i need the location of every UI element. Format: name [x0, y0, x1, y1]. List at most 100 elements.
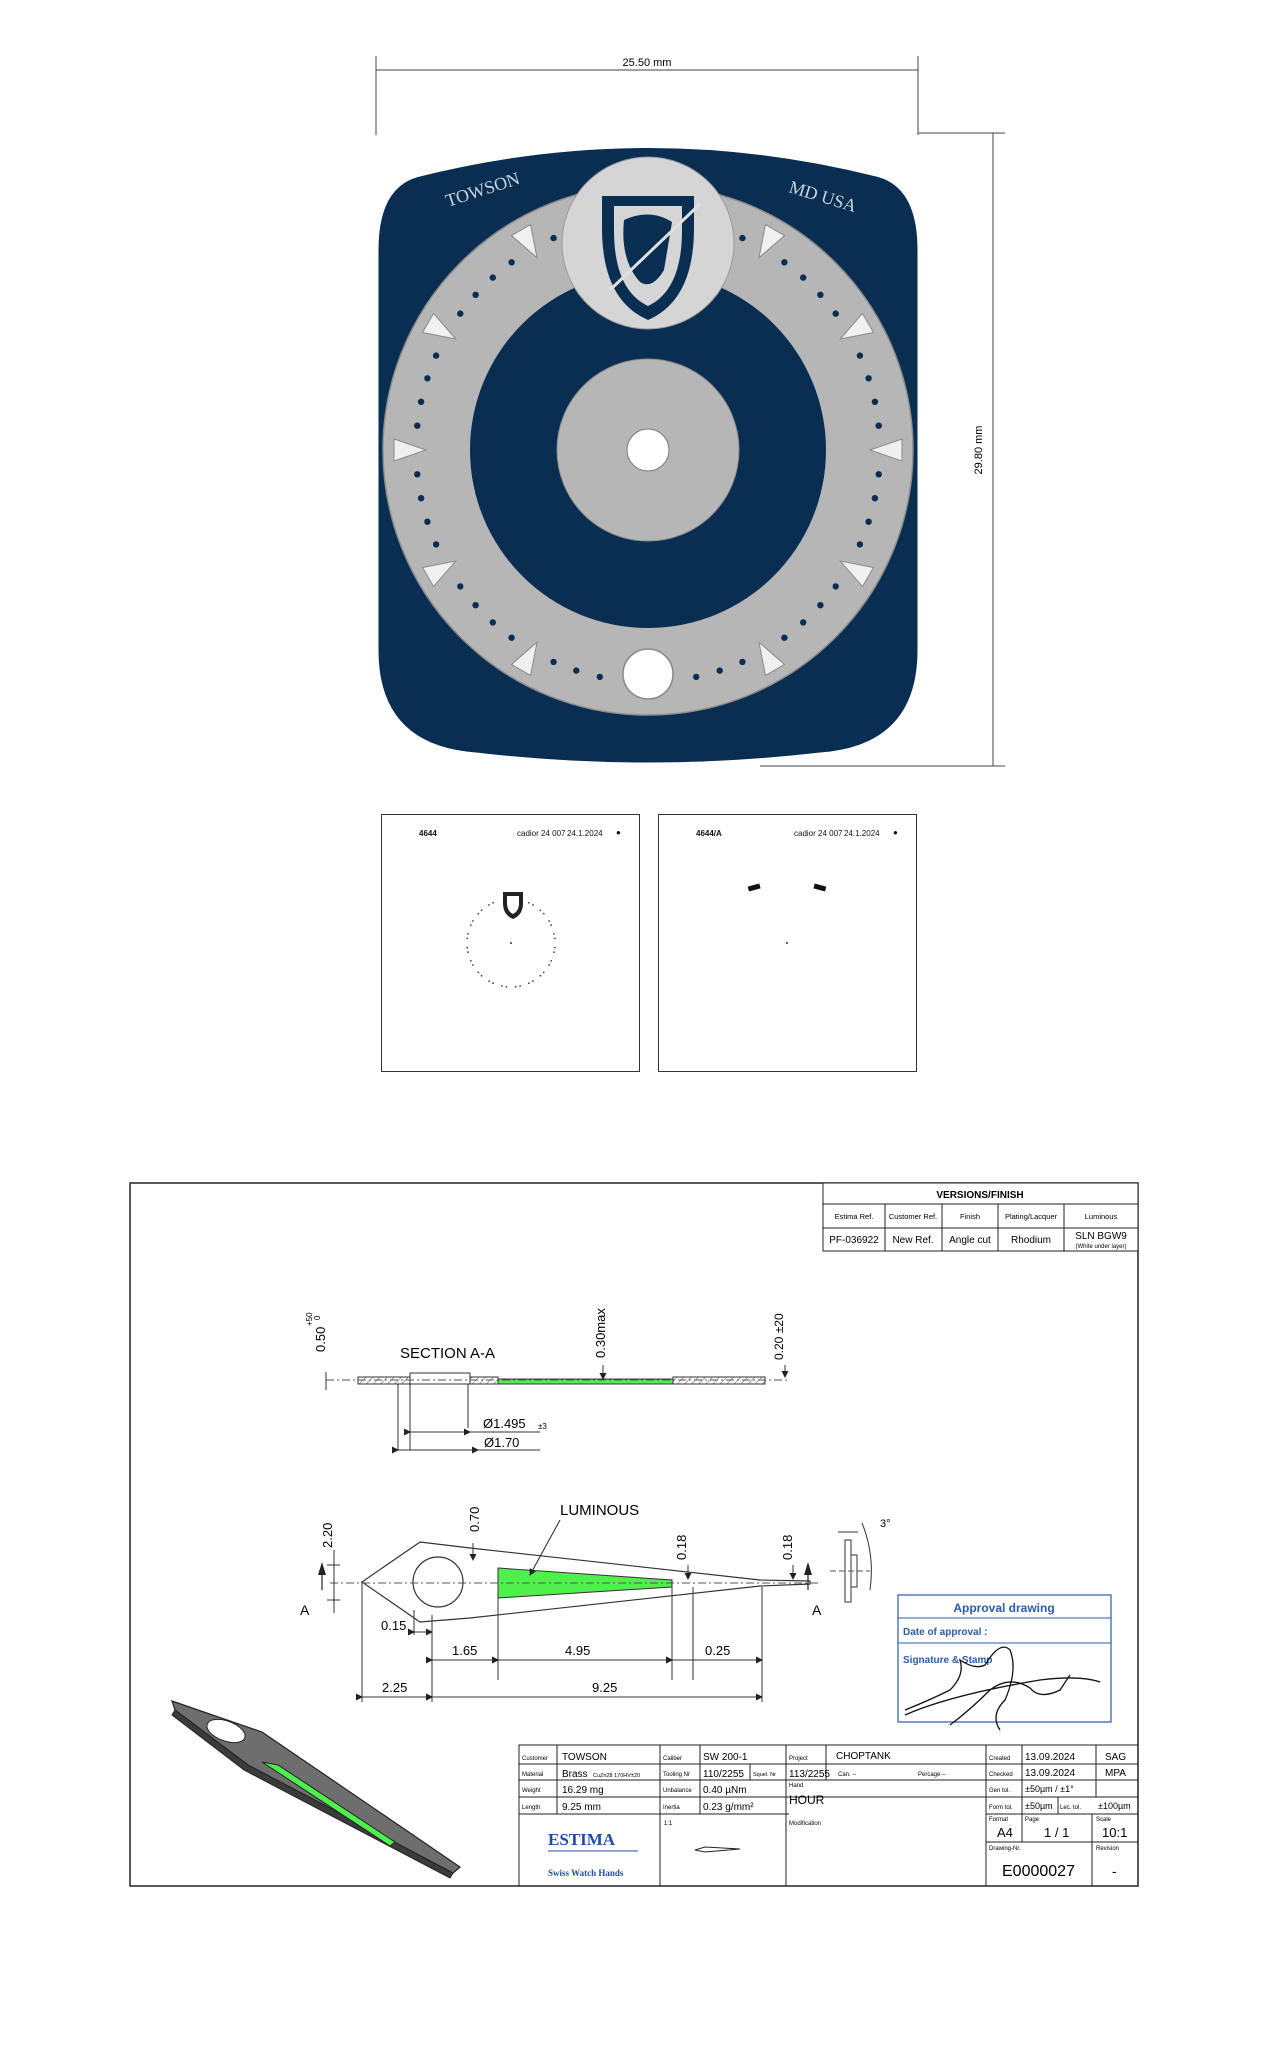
plate-dot	[488, 980, 490, 982]
tb-inertia-label: Inertia	[663, 1805, 680, 1811]
plate-dot	[472, 964, 474, 966]
plate-dot	[467, 933, 469, 935]
minute-dot	[432, 352, 440, 359]
dial-width-dimension	[375, 56, 919, 135]
plate-dot	[553, 937, 556, 940]
tb-length-label: Length	[522, 1805, 540, 1811]
tb-modification-label: Modification	[789, 1821, 821, 1827]
dim-9-25: 9.25	[592, 1680, 617, 1695]
estima-logo-sub: Swiss Watch Hands	[548, 1868, 624, 1878]
tb-project: CHOPTANK	[836, 1751, 891, 1762]
minute-dot	[432, 541, 440, 548]
minute-dot	[832, 310, 839, 317]
section-label: SECTION A-A	[400, 1345, 495, 1362]
minute-dot	[781, 634, 788, 641]
dial-height-dimension	[760, 132, 1005, 767]
minute-dot	[739, 658, 746, 666]
tb-format-label: Format	[989, 1817, 1008, 1823]
minute-dot	[414, 471, 421, 478]
minute-dot	[865, 375, 872, 382]
hour-marker	[421, 560, 458, 588]
estima-logo: ESTIMA	[548, 1830, 616, 1849]
hand-3d-render	[171, 1700, 461, 1879]
dial-width-label: 25.50 mm	[623, 57, 672, 69]
tb-checked-by: MPA	[1105, 1768, 1126, 1779]
plate-dot	[539, 909, 542, 912]
hour-marker	[838, 560, 875, 588]
dim-0-18b: 0.18	[780, 1535, 795, 1560]
minute-dot	[871, 398, 879, 405]
plate-1-job: cadior 24 007	[517, 829, 566, 838]
minute-dot	[800, 274, 807, 281]
tb-unbalance-label: Unbalance	[663, 1788, 692, 1794]
minute-dot	[693, 673, 700, 681]
dim-0-25: 0.25	[705, 1643, 730, 1658]
versions-table: VERSIONS/FINISH Estima Ref. Customer Ref…	[822, 1182, 1139, 1252]
tb-weight-label: Weight	[522, 1788, 541, 1794]
tb-gentol: ±50µm / ±1°	[1025, 1784, 1074, 1794]
tb-customer: TOWSON	[562, 1752, 607, 1763]
dim-0-15: 0.15	[381, 1618, 406, 1633]
plate-dot	[492, 982, 494, 985]
plate-dot	[553, 946, 556, 949]
dial-drawing: 25.50 mm 29.80 mm TOWSON MD USA	[375, 56, 1005, 767]
tb-created-by: SAG	[1105, 1752, 1126, 1763]
approval-date-label: Date of approval :	[903, 1627, 987, 1638]
luminous-label: LUMINOUS	[560, 1502, 639, 1519]
center-hole	[626, 428, 670, 472]
plate-2-date: 24.1.2024	[844, 829, 880, 838]
tb-gentol-label: Gen tol.	[989, 1788, 1010, 1794]
minute-dot	[489, 619, 496, 626]
signature	[904, 1646, 1101, 1731]
hand-side-view	[830, 1522, 872, 1603]
minute-dot	[573, 667, 580, 674]
print-plate-1: 4644 cadior 24 007 24.1.2024 ●	[381, 814, 640, 1072]
dim-0-50: 0.50	[313, 1327, 328, 1352]
dim-d1-495: Ø1.495	[483, 1416, 526, 1431]
tb-created-label: Created	[989, 1756, 1010, 1762]
plate-2-job: cadior 24 007	[794, 829, 843, 838]
versions-luminous: SLN BGW9	[1075, 1231, 1127, 1242]
plate-dot	[466, 946, 469, 949]
plate-dot	[480, 909, 483, 912]
tb-caliber: SW 200-1	[703, 1752, 748, 1763]
plate-dot	[532, 904, 534, 906]
plate-dot	[528, 982, 530, 985]
tb-drawing-label: Drawing-Nr.	[989, 1846, 1021, 1852]
tb-revision: -	[1112, 1863, 1117, 1879]
tb-page: 1 / 1	[1044, 1825, 1069, 1840]
minute-dot	[875, 422, 882, 429]
tb-hand-label: Hand	[789, 1783, 803, 1789]
plate-dot	[548, 964, 550, 966]
tb-material-label: Material	[522, 1772, 543, 1778]
versions-customer-ref: New Ref.	[892, 1235, 933, 1246]
minute-dot	[817, 291, 824, 298]
plate-dot	[467, 951, 469, 953]
dim-0-30max: 0.30max	[593, 1308, 608, 1358]
minute-dot	[781, 259, 788, 266]
approval-box: Approval drawing Date of approval : Sign…	[897, 1594, 1112, 1731]
minute-dot	[739, 234, 746, 242]
minute-dot	[457, 310, 464, 317]
minute-dot	[472, 291, 479, 298]
plate-dot	[501, 985, 503, 987]
versions-header-finish: Finish	[960, 1212, 980, 1221]
plate-dot	[477, 971, 480, 974]
plate-dot	[514, 985, 517, 988]
tb-checked: 13.09.2024	[1025, 1768, 1075, 1779]
plate-1-dot: ●	[616, 828, 621, 837]
versions-header-luminous: Luminous	[1085, 1212, 1118, 1221]
plate-2-print	[747, 883, 827, 944]
dim-3-deg: 3°	[880, 1518, 891, 1530]
tb-scale-label: Scale	[1096, 1817, 1112, 1823]
minute-dot	[424, 375, 431, 382]
dial-height-label: 29.80 mm	[973, 426, 985, 475]
hand-hole	[412, 1556, 464, 1608]
small-hand-icon	[694, 1846, 741, 1853]
section-view: SECTION A-A	[325, 1345, 790, 1454]
approval-title: Approval drawing	[953, 1601, 1054, 1615]
brand-logo	[602, 196, 702, 320]
dim-d1-70: Ø1.70	[484, 1435, 519, 1450]
tb-squel: 113/2255	[789, 1769, 830, 1780]
hour-marker	[510, 223, 538, 260]
